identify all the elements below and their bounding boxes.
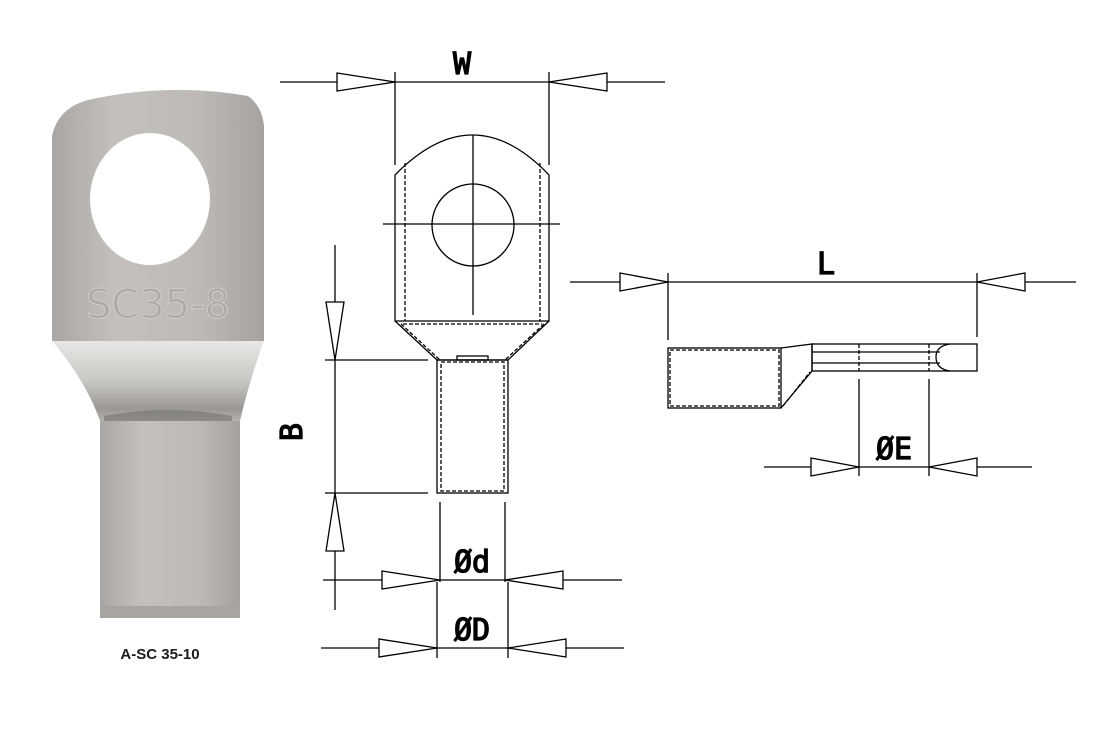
side-view: L ØE [570, 246, 1076, 477]
dimension-inner-diameter: Ød [323, 502, 622, 590]
stamp-text: SC35-8 [86, 282, 230, 328]
label-outer-diameter: ØD [454, 613, 490, 648]
label-inner-diameter: Ød [454, 545, 490, 580]
dimension-l: L [570, 246, 1076, 340]
dimension-b: B [274, 245, 428, 610]
label-b: B [275, 423, 310, 441]
dimension-outer-diameter: ØD [321, 582, 624, 658]
cable-lug-photo: SC35-8 [52, 89, 264, 618]
dimension-thickness: ØE [764, 379, 1032, 477]
front-view: W B [274, 46, 665, 658]
label-thickness: ØE [876, 432, 912, 467]
dimension-w: W [280, 46, 665, 165]
label-l: L [817, 247, 835, 282]
product-caption: A-SC 35-10 [120, 646, 200, 663]
label-w: W [453, 47, 472, 82]
